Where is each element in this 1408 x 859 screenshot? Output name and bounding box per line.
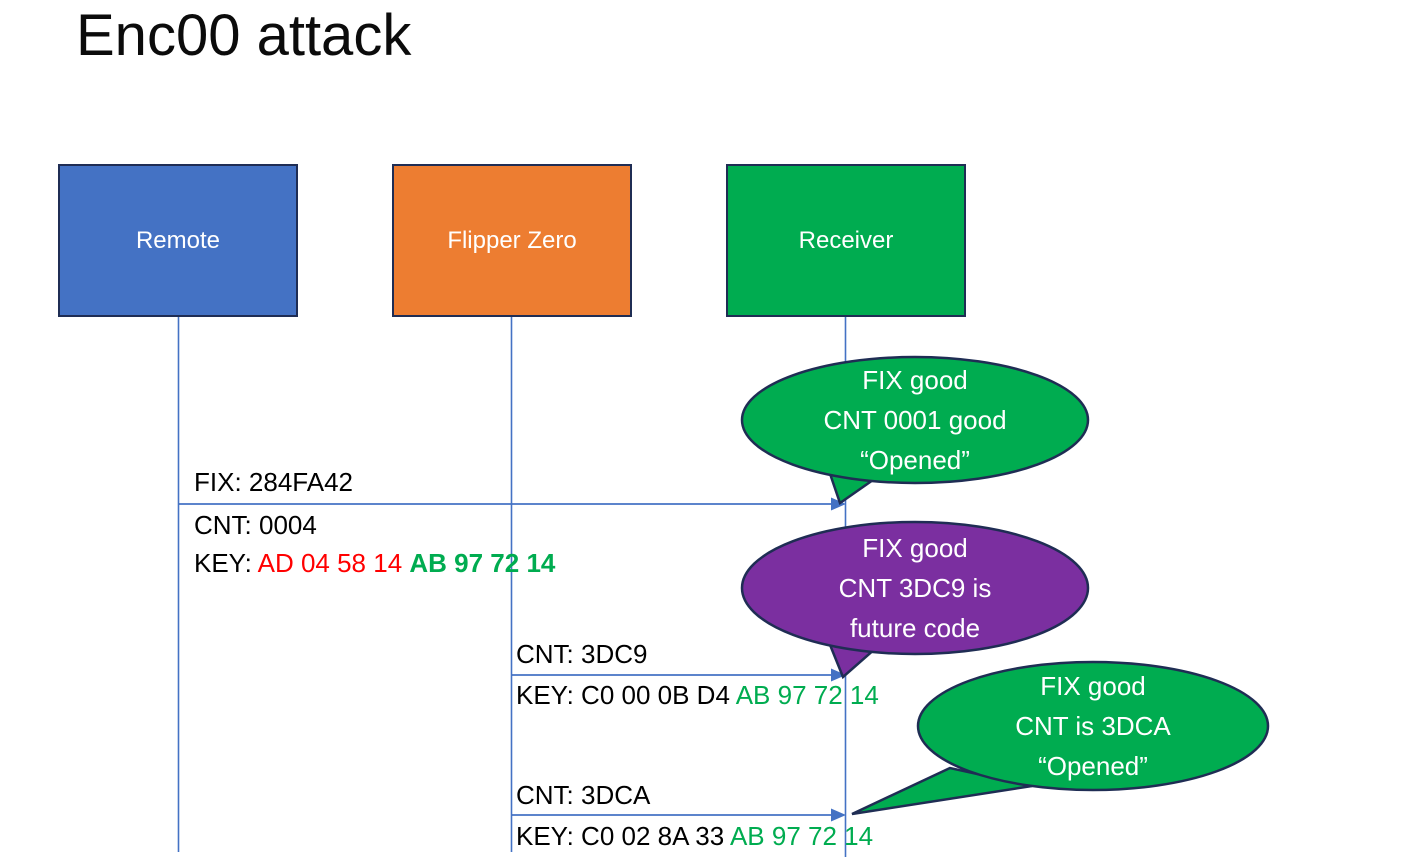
key-red-bytes: AD 04 58 14 <box>257 548 410 578</box>
bubble-line: FIX good <box>862 365 968 395</box>
message-arrow-3 <box>511 808 846 822</box>
bubble2-text: FIX good CNT 3DC9 is future code <box>760 528 1070 648</box>
bubble-line: future code <box>849 613 981 643</box>
key-green-bytes: AB 97 72 14 <box>735 680 879 710</box>
bubble-line: “Opened” <box>860 445 970 475</box>
cnt-value: CNT: 3DC9 <box>516 639 648 669</box>
speech-bubble-receiver-3 <box>851 660 1270 816</box>
actor-label: Receiver <box>798 226 894 254</box>
bubble-line: CNT is 3DCA <box>1015 711 1171 741</box>
speech-bubble-receiver-2 <box>740 520 1090 680</box>
bubble3-text: FIX good CNT is 3DCA “Opened” <box>938 666 1248 786</box>
message1-key-label: KEY: AD 04 58 14 AB 97 72 14 <box>194 548 556 579</box>
actor-box-remote: Remote <box>58 164 298 317</box>
bubble-line: FIX good <box>862 533 968 563</box>
message2-cnt-label: CNT: 3DC9 <box>516 639 648 670</box>
message1-cnt-label: CNT: 0004 <box>194 510 317 541</box>
cnt-value: CNT: 3DCA <box>516 780 651 810</box>
message2-key-label: KEY: C0 00 0B D4 AB 97 72 14 <box>516 680 879 711</box>
bubble-line: CNT 3DC9 is <box>838 573 992 603</box>
key-prefix: KEY: <box>194 548 258 578</box>
message-arrow-1 <box>178 497 846 511</box>
actor-box-receiver: Receiver <box>726 164 966 317</box>
message3-key-label: KEY: C0 02 8A 33 AB 97 72 14 <box>516 821 874 852</box>
key-prefix: KEY: C0 02 8A 33 <box>516 821 730 851</box>
arrowhead <box>831 497 846 511</box>
key-green-bytes: AB 97 72 14 <box>729 821 874 851</box>
key-prefix: KEY: C0 00 0B D4 <box>516 680 736 710</box>
key-green-bytes: AB 97 72 14 <box>409 548 556 578</box>
actor-box-flipper-zero: Flipper Zero <box>392 164 632 317</box>
bubble-line: CNT 0001 good <box>823 405 1007 435</box>
message1-fix-label: FIX: 284FA42 <box>194 467 353 498</box>
actor-label: Remote <box>135 226 221 254</box>
fix-value: FIX: 284FA42 <box>194 467 353 497</box>
message3-cnt-label: CNT: 3DCA <box>516 780 651 811</box>
cnt-value: CNT: 0004 <box>194 510 317 540</box>
message-arrow-2 <box>511 668 846 682</box>
arrowhead <box>831 808 846 822</box>
arrowhead <box>831 668 846 682</box>
speech-bubble-receiver-1 <box>740 355 1090 505</box>
bubble-line: “Opened” <box>1038 751 1148 781</box>
bubble1-text: FIX good CNT 0001 good “Opened” <box>760 360 1070 480</box>
bubble-line: FIX good <box>1040 671 1146 701</box>
slide-title: Enc00 attack <box>76 3 412 68</box>
actor-label: Flipper Zero <box>447 226 577 254</box>
